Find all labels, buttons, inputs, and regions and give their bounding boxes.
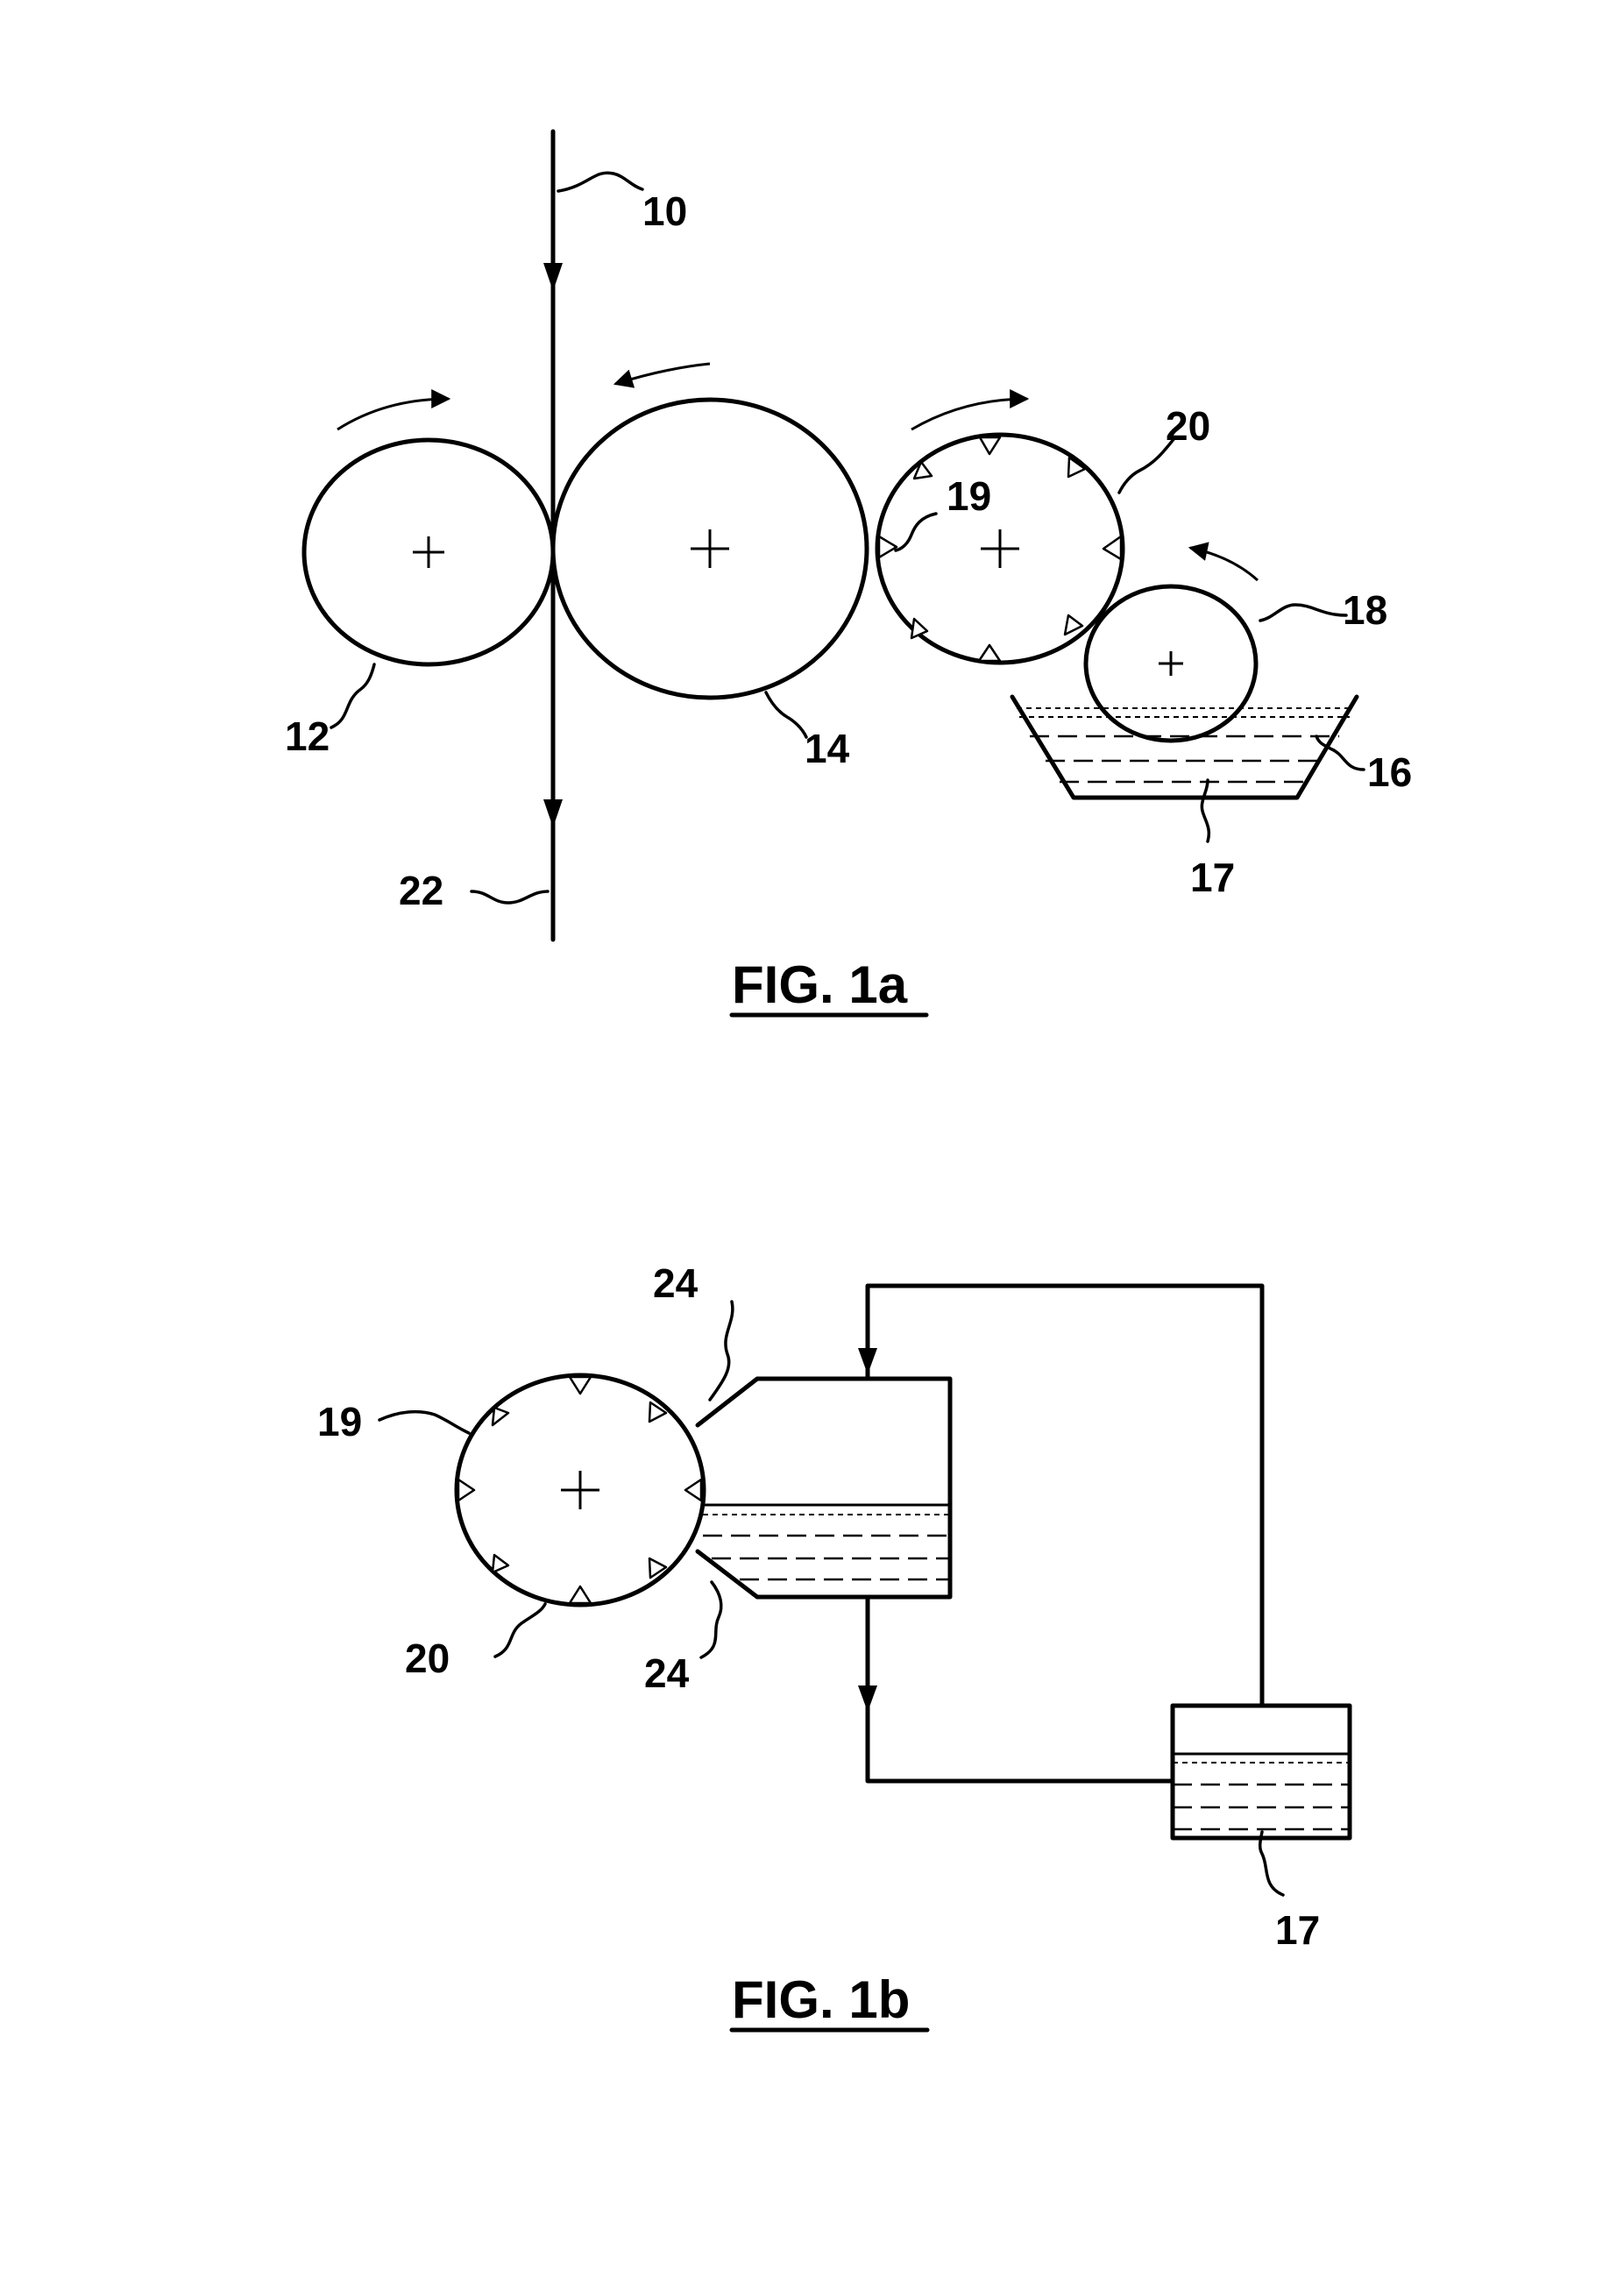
label-17: 17: [1190, 855, 1235, 900]
label-17-b: 17: [1275, 1907, 1320, 1953]
label-19-b: 19: [317, 1399, 362, 1444]
label-20-b: 20: [405, 1636, 450, 1681]
pickup-roll-18-rotation-arrow: [1190, 548, 1258, 580]
doctor-chamber: [698, 1379, 950, 1597]
label-14: 14: [805, 726, 850, 771]
label-10: 10: [642, 188, 687, 234]
label-19: 19: [947, 473, 991, 519]
roll-14-rotation-arrow: [615, 364, 710, 384]
leader-17-b: [1260, 1832, 1283, 1895]
roll-12-rotation-arrow: [337, 399, 449, 429]
roll-12-center: [413, 536, 444, 568]
pickup-roll-18-center: [1159, 651, 1183, 676]
liquid-17: [1017, 708, 1353, 782]
label-24-top: 24: [653, 1260, 699, 1306]
anilox-roll-20-rotation-arrow: [911, 399, 1027, 429]
label-16: 16: [1367, 749, 1412, 795]
leader-19: [896, 514, 936, 550]
leader-22: [472, 891, 548, 903]
caption-fig-1a: FIG. 1a: [732, 955, 908, 1014]
leader-10: [558, 173, 642, 191]
web-arrow-top: [543, 263, 563, 291]
leader-18: [1260, 605, 1346, 621]
web-arrow-bottom: [543, 799, 563, 827]
return-line: [868, 1597, 1173, 1781]
leader-12: [331, 664, 374, 727]
leader-24-bottom: [701, 1582, 721, 1657]
figure-1a: 10 12 14 16 17 18 19 20 22 FIG. 1a: [285, 131, 1412, 1015]
return-arrow: [858, 1686, 877, 1712]
label-20: 20: [1166, 403, 1210, 449]
anilox-roll-20-b-center: [561, 1471, 599, 1509]
leader-20-b: [495, 1604, 545, 1657]
label-18: 18: [1343, 587, 1387, 633]
supply-arrow: [858, 1348, 877, 1374]
figure-1b: 19 20 24 24 17 FIG. 1b: [317, 1260, 1350, 2030]
roll-14-center: [691, 529, 729, 568]
reservoir-17: [1173, 1706, 1350, 1838]
leader-14: [766, 692, 806, 737]
label-22: 22: [399, 868, 443, 913]
supply-line: [868, 1286, 1262, 1706]
caption-fig-1b: FIG. 1b: [732, 1970, 910, 2029]
leader-24-top: [710, 1302, 733, 1400]
leader-19-b: [379, 1412, 469, 1433]
reservoir-liquid-17: [1173, 1754, 1350, 1829]
label-12: 12: [285, 713, 330, 759]
leader-17: [1202, 780, 1209, 841]
chamber-liquid: [703, 1505, 950, 1579]
label-24-bottom: 24: [644, 1650, 690, 1696]
anilox-roll-20-center: [981, 529, 1019, 568]
